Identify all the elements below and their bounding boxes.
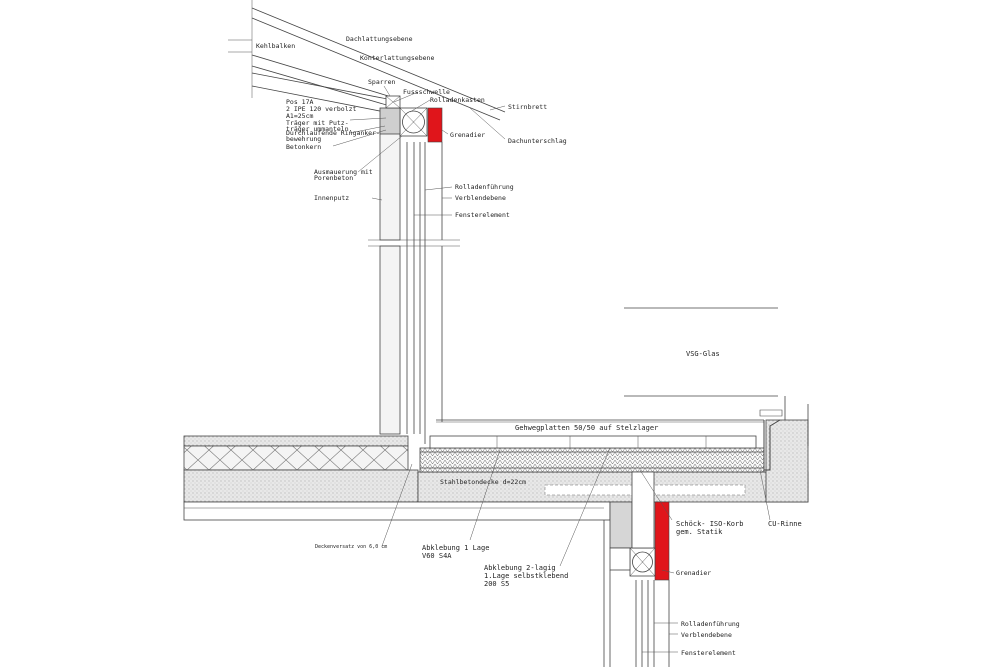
label-rolladenfuehrung-bottom: Rolladenführung (681, 620, 740, 628)
roof-structure (228, 0, 506, 121)
label-fensterelement-top: Fensterelement (455, 211, 510, 219)
label-ausmauerung-2: Porenbeton (314, 174, 353, 182)
label-ringanker-1: Durchlaufende Ringanker- (286, 129, 380, 137)
label-ausmauerung-1: Ausmauerung mit (314, 168, 373, 176)
label-vsg-glas: VSG-Glas (686, 350, 720, 358)
upper-wall (368, 95, 460, 444)
label-kehlbalken: Kehlbalken (256, 42, 295, 50)
label-fussschwelle: Fussschwelle (403, 88, 450, 96)
leader-lines (332, 85, 771, 653)
label-betonkern: Betonkern (286, 143, 321, 151)
lower-wall (603, 471, 670, 667)
label-abklebung2-3: 200 S5 (484, 580, 509, 588)
label-konterlattungsebene: Konterlattungsebene (360, 54, 434, 62)
label-gehwegplatten: Gehwegplatten 50/50 auf Stelzlager (515, 424, 658, 432)
label-pos17a-5: träger ummanteln. (286, 125, 353, 133)
label-innenputz: Innenputz (314, 194, 349, 202)
label-schoeck-2: gem. Statik (676, 528, 723, 536)
label-grenadier-bottom: Grenadier (676, 569, 711, 577)
label-verblendebene-bottom: Verblendebene (681, 631, 732, 639)
label-rolladenkasten: Rolladenkasten (430, 96, 485, 104)
label-abklebung2-1: Abklebung 2-lagig (484, 564, 556, 572)
label-stahlbetondecke: Stahlbetondecke d=22cm (440, 478, 526, 486)
label-abklebung1-2: V60 S4A (422, 552, 452, 560)
label-dachunterschlag: Dachunterschlag (508, 137, 567, 145)
floor-slab (183, 409, 809, 521)
grenadier-upper (427, 107, 443, 143)
label-dachlattungsebene: Dachlattungsebene (346, 35, 413, 43)
glass-railing (624, 307, 809, 446)
label-abklebung1-1: Abklebung 1 Lage (422, 544, 489, 552)
grenadier-lower (654, 501, 670, 581)
label-grenadier-top: Grenadier (450, 131, 485, 139)
label-deckenversatz: Deckenversatz von 6,0 cm (315, 544, 387, 550)
label-rolladenfuehrung-top: Rolladenführung (455, 183, 514, 191)
label-fensterelement-bottom: Fensterelement (681, 649, 736, 657)
label-schoeck-1: Schöck- ISO-Korb (676, 520, 743, 528)
label-sparren: Sparren (368, 78, 395, 86)
label-pos17a-2: 2 IPE 120 verbolzt (286, 105, 357, 113)
label-verblendebene-top: Verblendebene (455, 194, 506, 202)
label-pos17a-3: A1=25cm (286, 112, 313, 120)
label-pos17a-1: Pos 17A (286, 98, 313, 106)
label-abklebung2-2: 1.Lage selbstklebend (484, 572, 568, 580)
label-cu-rinne: CU-Rinne (768, 520, 802, 528)
label-ringanker-2: bewehrung (286, 135, 321, 143)
label-pos17a-4: Träger mit Putz- (286, 119, 349, 127)
label-stirnbrett: Stirnbrett (508, 103, 547, 111)
